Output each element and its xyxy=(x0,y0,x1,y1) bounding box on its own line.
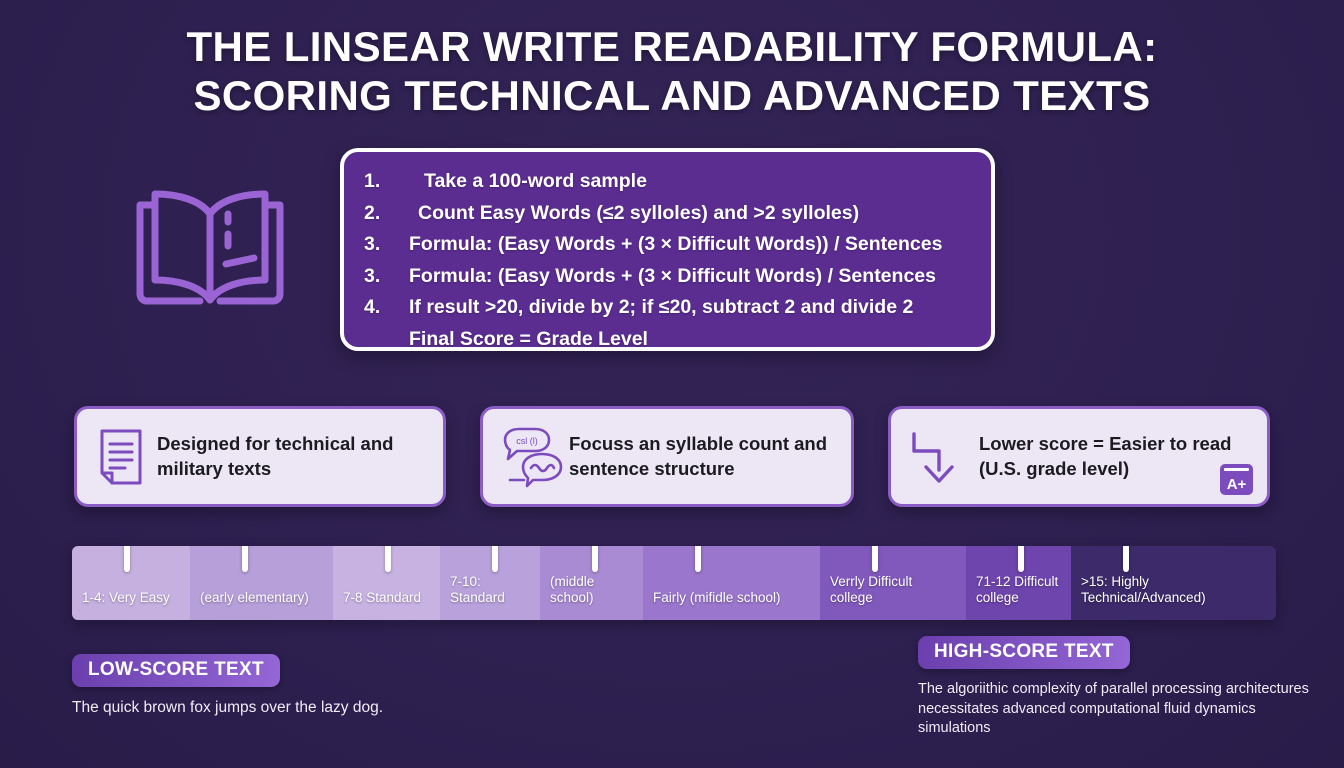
page-title-line-1: The Linsear Write Readability Formula: xyxy=(186,23,1158,70)
formula-step: 1. Take a 100-word sample xyxy=(364,166,971,198)
speech-bubbles-icon: csl (l) xyxy=(497,424,567,490)
scale-segment: 1-4: Very Easy xyxy=(72,546,190,620)
scale-tick-icon xyxy=(385,546,391,572)
scale-segment: Verrly Difficult college xyxy=(820,546,966,620)
scale-segment: (middle school) xyxy=(540,546,643,620)
feature-card-text: Focuss an syllable count and sentence st… xyxy=(569,432,827,481)
scale-segment: >15: Highly Technical/Advanced) xyxy=(1071,546,1276,620)
feature-card-text: Designed for technical and military text… xyxy=(157,432,393,481)
formula-final-score: Final Score = Grade Level xyxy=(364,324,971,356)
step-text: Formula: (Easy Words + (3 × Difficult Wo… xyxy=(409,264,936,287)
scale-segment-label: Fairly (mifidle school) xyxy=(653,590,781,605)
low-score-badge: LOW-SCORE TEXT xyxy=(72,654,280,687)
open-book-icon xyxy=(128,172,293,317)
scale-segment: 7-8 Standard xyxy=(333,546,440,620)
grade-badge: A+ xyxy=(1220,464,1253,495)
formula-step: 3. Formula: (Easy Words + (3 × Difficult… xyxy=(364,229,971,261)
document-icon xyxy=(91,426,151,488)
scale-segment-label: >15: Highly Technical/Advanced) xyxy=(1081,574,1206,605)
grade-level-scale: 1-4: Very Easy (early elementary) 7-8 Stan… xyxy=(72,546,1276,620)
scale-segment-label: 7-8 Standard xyxy=(343,590,422,605)
step-text: Take a 100-word sample xyxy=(424,170,647,192)
scale-tick-icon xyxy=(492,546,498,572)
grade-badge-label: A+ xyxy=(1226,476,1247,493)
high-score-badge: HIGH-SCORE TEXT xyxy=(918,636,1130,669)
feature-card-line-2: (U.S. grade level) xyxy=(979,457,1130,479)
down-arrow-icon xyxy=(905,426,967,488)
scale-segment: 71-12 Difficult college xyxy=(966,546,1071,620)
scale-tick-icon xyxy=(872,546,878,572)
formula-step: 2. Count Easy Words (≤2 sylloles) and >2… xyxy=(364,198,971,230)
step-text: If result >20, divide by 2; if ≤20, subt… xyxy=(409,296,914,318)
feature-card-line-2: sentence structure xyxy=(569,457,735,479)
scale-segment-label: 1-4: Very Easy xyxy=(82,590,170,605)
speech-bubble-label: csl (l) xyxy=(516,436,538,446)
scale-segment: 7-10: Standard xyxy=(440,546,540,620)
scale-segment-label: Verrly Difficult college xyxy=(830,574,913,605)
step-number: 3. xyxy=(364,264,381,287)
formula-step: 4. If result >20, divide by 2; if ≤20, s… xyxy=(364,292,971,324)
step-number: 1. xyxy=(364,170,381,192)
page-title-line-2: Scoring Technical and Advanced Texts xyxy=(193,72,1151,119)
formula-step: 3. Formula: (Easy Words + (3 × Difficult… xyxy=(364,261,971,293)
page-title: The Linsear Write Readability Formula: S… xyxy=(0,22,1344,120)
high-score-sample-text: The algoriithic complexity of parallel p… xyxy=(918,681,1309,736)
low-score-sample: LOW-SCORE TEXT The quick brown fox jumps… xyxy=(72,654,592,718)
step-number: 3. xyxy=(364,233,381,255)
feature-card-line-1: Focuss an syllable count and xyxy=(569,433,828,454)
scale-tick-icon xyxy=(592,546,598,572)
scale-segment-label: (early elementary) xyxy=(200,590,309,605)
scale-segment-label: (middle school) xyxy=(550,574,595,605)
scale-tick-icon xyxy=(1018,546,1024,572)
feature-card-syllable-focus: csl (l) Focuss an syllable count and sen… xyxy=(480,406,854,507)
feature-card-line-1: Designed for technical and xyxy=(157,433,394,454)
step-text: Count Easy Words (≤2 sylloles) and >2 sy… xyxy=(418,201,860,224)
step-number: 2. xyxy=(364,201,381,224)
scale-segment-label: 7-10: Standard xyxy=(450,574,505,605)
high-score-sample: HIGH-SCORE TEXT The algoriithic complexi… xyxy=(918,636,1328,739)
feature-card-lower-score: Lower score = Easier to read (U.S. grade… xyxy=(888,406,1270,507)
scale-tick-icon xyxy=(124,546,130,572)
step-text: Final Score = Grade Level xyxy=(409,327,648,350)
low-score-sample-text: The quick brown fox jumps over the lazy … xyxy=(72,699,384,716)
step-text: Formula: (Easy Words + (3 × Difficult Wo… xyxy=(409,233,943,255)
formula-steps-box: 1. Take a 100-word sample 2. Count Easy … xyxy=(340,148,995,351)
scale-tick-icon xyxy=(695,546,701,572)
scale-tick-icon xyxy=(242,546,248,572)
feature-card-text: Lower score = Easier to read (U.S. grade… xyxy=(973,432,1231,481)
step-number: 4. xyxy=(364,296,381,318)
scale-tick-icon xyxy=(1123,546,1129,572)
scale-segment: (early elementary) xyxy=(190,546,333,620)
feature-card-technical-texts: Designed for technical and military text… xyxy=(74,406,446,507)
feature-card-line-1: Lower score = Easier to read xyxy=(979,433,1232,454)
feature-card-line-2: military texts xyxy=(157,457,272,479)
scale-segment-label: 71-12 Difficult college xyxy=(976,574,1059,605)
scale-segment: Fairly (mifidle school) xyxy=(643,546,820,620)
